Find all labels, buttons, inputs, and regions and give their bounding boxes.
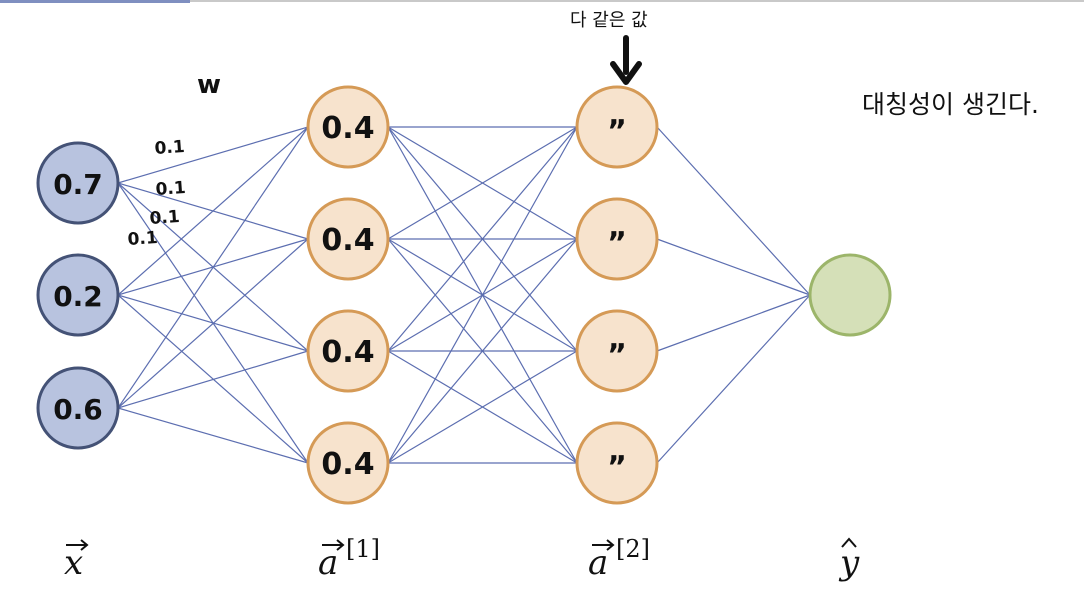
down-arrow-icon [610,35,642,85]
input-node-value-2: 0.2 [53,280,103,313]
edge-input-0-to-hidden1-0 [117,126,309,184]
svg-text:x: x [64,543,83,583]
weight-value-2: 0.1 [155,178,186,200]
hidden2-node-value-4: ” [607,450,627,485]
input-node-value-3: 0.6 [53,393,103,426]
edge-hidden2-2-to-output-0 [656,294,811,352]
hidden1-node-value-3: 0.4 [321,335,374,370]
hidden1-node-value-2: 0.4 [321,223,374,258]
weight-value-4: 0.1 [127,228,158,250]
svg-text:y: y [838,543,860,583]
hidden2-node-2 [575,197,659,281]
hidden1-layer-label: a [1] [318,535,380,583]
input-node-value-1: 0.7 [53,168,103,201]
edge-hidden2-0-to-output-0 [656,126,811,296]
connection-lines [117,126,811,464]
edge-input-2-to-hidden1-1 [117,238,309,409]
hidden2-node-value-3: ” [607,338,627,373]
edge-hidden1-2-to-hidden2-0 [387,126,578,352]
hidden2-node-3 [575,309,659,393]
edge-input-2-to-hidden1-2 [117,350,309,409]
hidden2-node-value-1: ” [607,114,627,149]
edge-hidden1-3-to-hidden2-2 [387,350,578,464]
top-border-accent [0,0,190,3]
edge-hidden1-3-to-hidden2-0 [387,126,578,464]
svg-text:[1]: [1] [346,535,380,563]
input-node-1 [36,141,120,225]
input-node-3 [36,366,120,450]
top-border [0,0,1084,2]
hidden1-node-3 [306,309,390,393]
edge-hidden1-1-to-hidden2-0 [387,126,578,240]
output-node-1 [808,253,892,337]
input-node-2 [36,253,120,337]
network-nodes: 0.7 0.2 0.6 0.4 0.4 0.4 0.4 ” ” ” ” [36,85,892,505]
hidden1-node-value-1: 0.4 [321,111,374,146]
hidden1-node-1 [306,85,390,169]
edge-input-1-to-hidden1-0 [117,126,309,296]
weight-label: w [197,70,221,100]
hidden1-node-2 [306,197,390,281]
output-layer-label: y [838,537,860,583]
hidden2-node-4 [575,421,659,505]
same-value-note: 다 같은 값 [570,10,648,31]
svg-text:a: a [318,543,338,583]
hidden2-layer-label: a [2] [588,535,650,583]
edge-input-2-to-hidden1-3 [117,407,309,464]
symmetry-note: 대칭성이 생긴다. [862,90,1039,119]
weight-value-3: 0.1 [149,207,180,229]
hidden1-node-4 [306,421,390,505]
hidden2-node-value-2: ” [607,226,627,261]
svg-text:a: a [588,543,608,583]
edge-input-2-to-hidden1-0 [117,126,309,409]
hidden1-node-value-4: 0.4 [321,447,374,482]
edge-hidden2-1-to-output-0 [656,238,811,296]
hidden2-node-1 [575,85,659,169]
svg-text:[2]: [2] [616,535,650,563]
edge-hidden1-3-to-hidden2-1 [387,238,578,464]
input-layer-label: x [64,539,89,583]
edge-hidden2-3-to-output-0 [656,294,811,464]
weight-value-1: 0.1 [154,137,185,159]
